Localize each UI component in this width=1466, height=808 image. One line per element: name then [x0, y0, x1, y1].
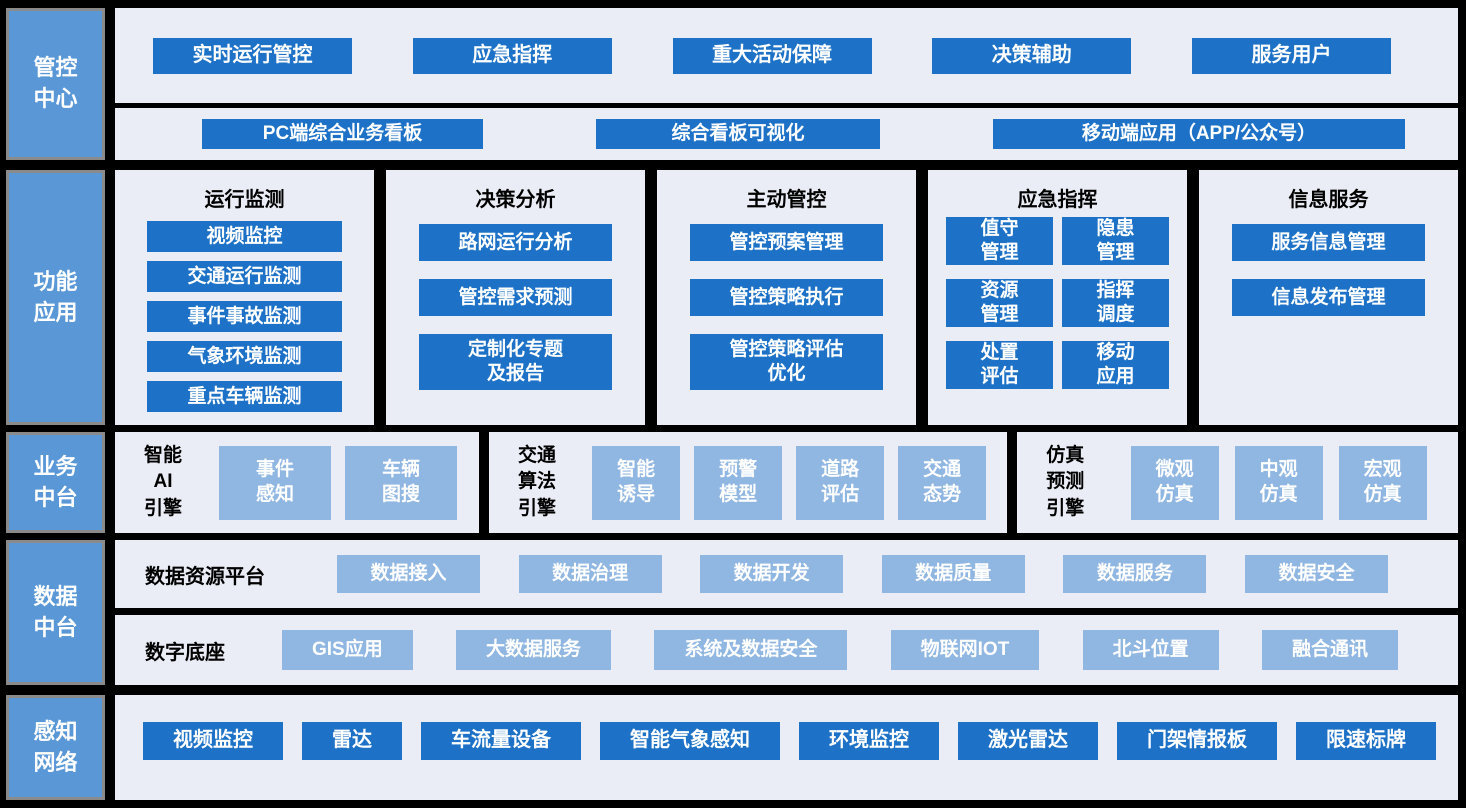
node-emergency-command: 应急指挥 [412, 37, 612, 74]
node-service-info-management: 服务信息管理 [1232, 224, 1425, 261]
column-title: 信息服务 [1288, 189, 1369, 211]
column-active-control: 主动管控 管控预案管理 管控策略执行 管控策略评估 优化 [657, 170, 916, 425]
column-title: 主动管控 [746, 189, 827, 211]
node-dashboard-visualization: 综合看板可视化 [596, 119, 880, 149]
group-title: 交通 算法 引擎 [518, 444, 557, 519]
node-event-perception: 事件 感知 [219, 445, 332, 520]
node-traffic-operation-monitoring: 交通运行监测 [147, 261, 342, 292]
node-big-data-service: 大数据服务 [456, 630, 612, 670]
node-gantry-info-board: 门架情报板 [1117, 721, 1277, 760]
node-system-data-security: 系统及数据安全 [654, 630, 848, 670]
sub-row-title: 数字底座 [145, 641, 225, 664]
node-environment-monitoring: 环境监控 [799, 721, 939, 760]
row-function-apps: 功能 应用 运行监测 视频监控 交通运行监测 事件事故监测 气象环境监测 重点车… [6, 170, 1458, 425]
node-traffic-situation: 交通 态势 [898, 445, 987, 520]
row-data-platform: 数据 中台 数据资源平台 数据接入 数据治理 数据开发 数据质量 数据服务 数据… [6, 540, 1458, 685]
node-data-quality: 数据质量 [881, 555, 1025, 593]
node-smart-weather-sensing: 智能气象感知 [600, 721, 780, 760]
node-major-event-support: 重大活动保障 [672, 37, 872, 74]
node-service-users: 服务用户 [1192, 37, 1391, 74]
node-key-vehicle-monitoring: 重点车辆监测 [147, 381, 342, 412]
node-mobile-app: 移动端应用（APP/公众号） [993, 119, 1405, 149]
node-road-evaluation: 道路 评估 [796, 445, 885, 520]
node-incident-accident-monitoring: 事件事故监测 [147, 301, 342, 332]
node-data-access: 数据接入 [337, 555, 480, 593]
row-label-business-platform: 业务 中台 [6, 432, 105, 533]
node-duty-management: 值守 管理 [946, 217, 1053, 265]
node-video-surveillance: 视频监控 [143, 721, 283, 760]
row-label-control-center: 管控 中心 [6, 8, 105, 160]
row-label-function-apps: 功能 应用 [6, 170, 105, 425]
node-weather-environment-monitoring: 气象环境监测 [147, 341, 342, 372]
column-title: 运行监测 [204, 189, 285, 211]
data-resource-platform-panel: 数据资源平台 数据接入 数据治理 数据开发 数据质量 数据服务 数据安全 [115, 540, 1458, 608]
row-perception-network: 感知 网络 视频监控 雷达 车流量设备 智能气象感知 环境监控 激光雷达 门架情… [6, 695, 1458, 800]
group-title: 智能 AI 引擎 [143, 444, 182, 519]
control-center-bottom-panel: PC端综合业务看板 综合看板可视化 移动端应用（APP/公众号） [115, 108, 1458, 160]
node-road-network-analysis: 路网运行分析 [419, 224, 612, 261]
node-iot: 物联网IOT [890, 630, 1040, 670]
column-title: 应急指挥 [1017, 189, 1098, 211]
node-micro-simulation: 微观 仿真 [1130, 445, 1219, 520]
column-information-service: 信息服务 服务信息管理 信息发布管理 [1199, 170, 1458, 425]
node-custom-reports: 定制化专题 及报告 [419, 334, 612, 390]
node-pc-dashboard: PC端综合业务看板 [202, 119, 483, 149]
node-gis-application: GIS应用 [282, 630, 413, 670]
node-smart-guidance: 智能 诱导 [592, 445, 681, 520]
control-center-top-panel: 实时运行管控 应急指挥 重大活动保障 决策辅助 服务用户 [115, 8, 1458, 103]
row-business-platform: 业务 中台 智能 AI 引擎 事件 感知 车辆 图搜 交通 算法 引擎 智能 诱… [6, 432, 1458, 533]
node-mobile-application: 移动 应用 [1062, 341, 1169, 389]
perception-network-panel: 视频监控 雷达 车流量设备 智能气象感知 环境监控 激光雷达 门架情报板 限速标… [115, 695, 1458, 800]
node-video-monitoring: 视频监控 [147, 221, 342, 252]
node-data-development: 数据开发 [700, 555, 844, 593]
node-traffic-flow-devices: 车流量设备 [421, 721, 581, 760]
row-label-data-platform: 数据 中台 [6, 540, 105, 685]
node-command-dispatch: 指挥 调度 [1062, 279, 1169, 327]
column-decision-analysis: 决策分析 路网运行分析 管控需求预测 定制化专题 及报告 [386, 170, 645, 425]
node-lidar: 激光雷达 [958, 721, 1098, 760]
node-hazard-management: 隐患 管理 [1062, 217, 1169, 265]
node-radar: 雷达 [302, 721, 402, 760]
node-beidou-location: 北斗位置 [1082, 630, 1219, 670]
sub-row-title: 数据资源平台 [145, 565, 265, 588]
node-control-plan-management: 管控预案管理 [690, 224, 883, 261]
node-control-strategy-evaluation: 管控策略评估 优化 [690, 334, 883, 390]
column-emergency-command: 应急指挥 值守 管理 隐患 管理 资源 管理 指挥 调度 处置 评估 移动 应用 [928, 170, 1187, 425]
node-converged-communication: 融合通讯 [1261, 630, 1398, 670]
column-operation-monitoring: 运行监测 视频监控 交通运行监测 事件事故监测 气象环境监测 重点车辆监测 [115, 170, 374, 425]
row-control-center: 管控 中心 实时运行管控 应急指挥 重大活动保障 决策辅助 服务用户 PC端综合… [6, 8, 1458, 160]
group-traffic-algorithm-engine: 交通 算法 引擎 智能 诱导 预警 模型 道路 评估 交通 态势 [489, 432, 1008, 533]
group-ai-engine: 智能 AI 引擎 事件 感知 车辆 图搜 [115, 432, 480, 533]
digital-base-panel: 数字底座 GIS应用 大数据服务 系统及数据安全 物联网IOT 北斗位置 融合通… [115, 615, 1458, 685]
column-title: 决策分析 [475, 189, 556, 211]
node-data-security: 数据安全 [1244, 555, 1388, 593]
node-realtime-operation-control: 实时运行管控 [153, 37, 352, 74]
node-control-demand-forecast: 管控需求预测 [419, 279, 612, 316]
node-info-publish-management: 信息发布管理 [1232, 279, 1425, 316]
node-control-strategy-execution: 管控策略执行 [690, 279, 883, 316]
group-simulation-engine: 仿真 预测 引擎 微观 仿真 中观 仿真 宏观 仿真 [1017, 432, 1458, 533]
node-meso-simulation: 中观 仿真 [1234, 445, 1323, 520]
node-warning-model: 预警 模型 [694, 445, 783, 520]
group-title: 仿真 预测 引擎 [1046, 444, 1085, 519]
node-macro-simulation: 宏观 仿真 [1338, 445, 1427, 520]
node-decision-assist: 决策辅助 [932, 37, 1132, 74]
node-speed-limit-sign: 限速标牌 [1296, 721, 1436, 760]
node-data-service: 数据服务 [1063, 555, 1207, 593]
node-resource-management: 资源 管理 [946, 279, 1053, 327]
node-data-governance: 数据治理 [518, 555, 662, 593]
node-disposal-evaluation: 处置 评估 [946, 341, 1053, 389]
row-label-perception-network: 感知 网络 [6, 695, 105, 800]
node-vehicle-image-search: 车辆 图搜 [345, 445, 458, 520]
